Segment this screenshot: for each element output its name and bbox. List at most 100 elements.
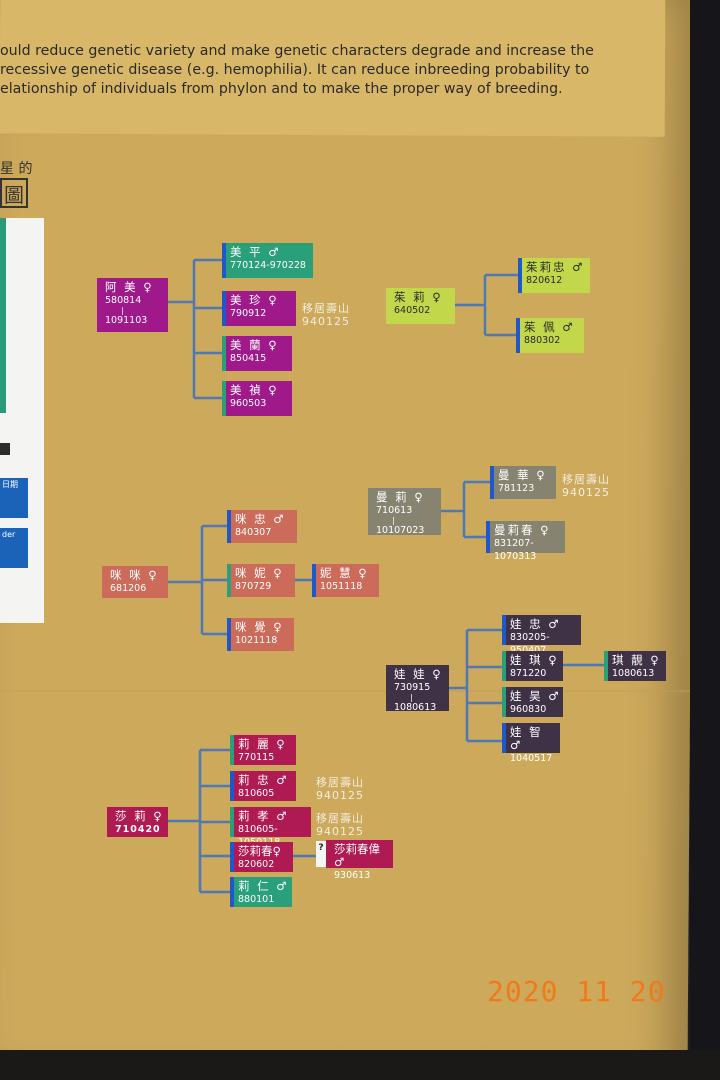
node-stripe	[227, 564, 231, 597]
node-date: 1080613	[612, 668, 655, 679]
node-name: 美 蘭 ♀	[230, 338, 279, 352]
intro-line: ould reduce genetic variety and make gen…	[0, 43, 594, 59]
node-name: 莉 忠 ♂	[238, 773, 289, 787]
side-heading-chars: 星 的	[0, 161, 33, 177]
tree-node-meizhen: 美 珍 ♀ 790912	[222, 291, 296, 326]
node-name: 咪 妮 ♀	[235, 566, 284, 580]
node-stripe	[230, 771, 234, 801]
tree-node-amei: 阿 美 ♀ 580814 | 1091103	[97, 278, 168, 332]
node-name: 娃 智 ♂	[510, 725, 543, 752]
node-stripe	[222, 336, 226, 371]
node-stripe	[227, 618, 231, 651]
node-date: 730915	[394, 682, 431, 693]
node-name: 莎 莉 ♀	[115, 809, 164, 823]
node-date: 790912	[230, 308, 267, 319]
inset-blue-label: 日期	[0, 478, 28, 518]
board-edge-shadow	[690, 0, 720, 1080]
node-date: 870729	[235, 581, 272, 592]
note-text: 移居壽山	[562, 473, 610, 486]
note-date: 940125	[562, 486, 610, 499]
node-stripe	[230, 842, 234, 872]
node-date: 1040517	[510, 753, 553, 764]
node-stripe	[516, 318, 520, 353]
intro-text: ould reduce genetic variety and make gen…	[0, 42, 594, 99]
inset-blue-label: der	[0, 528, 28, 568]
node-stripe	[486, 521, 490, 553]
tree-node-mimi: 咪 咪 ♀ 681206	[102, 566, 168, 598]
note-text: 移居壽山	[316, 812, 364, 825]
node-name: 莎莉春偉 ♂	[334, 842, 380, 869]
node-name: 咪 忠 ♂	[235, 512, 286, 526]
tree-node-liren: 莉 仁 ♂ 880101	[230, 877, 292, 907]
node-name: 莉 仁 ♂	[238, 879, 289, 893]
note-text: 移居壽山	[302, 302, 350, 315]
inset-green-block	[0, 218, 6, 413]
node-date: 850415	[230, 353, 267, 364]
node-stripe	[230, 877, 234, 907]
bottom-shadow	[0, 1050, 720, 1080]
node-stripe	[230, 735, 234, 765]
tree-node-manli: 曼 莉 ♀ 710613 | 10107023	[368, 488, 441, 536]
node-name: 莉 麗 ♀	[238, 737, 287, 751]
note-relocated: 移居壽山 940125	[562, 473, 610, 499]
node-date: 770115	[238, 752, 275, 763]
node-name: 曼莉春 ♀	[494, 523, 551, 537]
tree-node-shali: 莎 莉 ♀ 710420	[107, 807, 168, 837]
node-stripe	[227, 510, 231, 543]
tree-node-wawa: 娃 娃 ♀ 730915 | 1080613	[386, 665, 449, 713]
node-stripe	[502, 687, 506, 717]
node-name: 琪 靚 ♀	[612, 653, 661, 667]
node-name: 娃 忠 ♂	[510, 617, 561, 631]
node-name: 娃 昊 ♂	[510, 689, 561, 703]
tree-node-nihui: 妮 慧 ♀ 1051118	[312, 564, 379, 597]
note-date: 940125	[316, 789, 364, 802]
node-name: 咪 覺 ♀	[235, 620, 284, 634]
tree-node-zhupei: 茱 佩 ♂ 880302	[516, 318, 584, 353]
node-separator: |	[410, 693, 413, 702]
node-separator: |	[121, 306, 124, 315]
tree-node-zhuli: 茱 莉 ♀ 640502	[386, 288, 455, 324]
tree-node-mini: 咪 妮 ♀ 870729	[227, 564, 295, 597]
node-stripe	[502, 723, 506, 753]
node-date: 871220	[510, 668, 547, 679]
node-name: 美 平 ♂	[230, 245, 281, 259]
tree-node-lili: 莉 麗 ♀ 770115	[230, 735, 296, 765]
node-date: 960503	[230, 398, 267, 409]
node-name: 茱莉忠 ♂	[526, 260, 585, 274]
node-date: 710613	[376, 505, 413, 516]
node-stripe	[222, 381, 226, 416]
intro-line: elationship of individuals from phylon a…	[0, 81, 563, 97]
board-seam	[0, 690, 690, 692]
note-date: 940125	[316, 825, 364, 838]
node-stripe	[518, 258, 522, 293]
node-separator: |	[392, 516, 395, 525]
node-name: 莉 孝 ♂	[238, 809, 289, 823]
node-date: 1080613	[394, 702, 437, 713]
tree-node-meilan: 美 蘭 ♀ 850415	[222, 336, 292, 371]
node-date: 960830	[510, 704, 547, 715]
node-name: 阿 美 ♀	[105, 280, 154, 294]
node-name: 曼 華 ♀	[498, 468, 547, 482]
node-date: 1051118	[320, 581, 363, 592]
tree-node-qijing: 琪 靚 ♀ 1080613	[604, 651, 666, 681]
node-date: 1021118	[235, 635, 278, 646]
node-date: 580814	[105, 295, 142, 306]
date-stamp: 2020 11 20	[487, 975, 666, 1008]
node-date: 770124-970228	[230, 260, 306, 271]
tree-node-meizhen2: 美 禎 ♀ 960503	[222, 381, 292, 416]
node-date: 681206	[110, 583, 147, 594]
tree-node-manhua: 曼 華 ♀ 781123	[490, 466, 556, 499]
node-stripe	[490, 466, 494, 499]
intro-line: recessive genetic disease (e.g. hemophil…	[0, 62, 590, 78]
node-date: 830205-950407	[510, 632, 550, 656]
tree-node-mizhong: 咪 忠 ♂ 840307	[227, 510, 297, 543]
tree-node-meiping: 美 平 ♂ 770124-970228	[222, 243, 313, 278]
tree-node-shalichunwei: 莎莉春偉 ♂ 930613	[326, 840, 393, 881]
tree-node-wazhong: 娃 忠 ♂ 830205-950407	[502, 615, 581, 656]
note-relocated: 移居壽山 940125	[316, 776, 364, 802]
tree-node-shalichun: 莎莉春♀ 820602	[230, 842, 293, 872]
side-heading-big-char: 圖	[0, 178, 28, 208]
node-date: 840307	[235, 527, 272, 538]
